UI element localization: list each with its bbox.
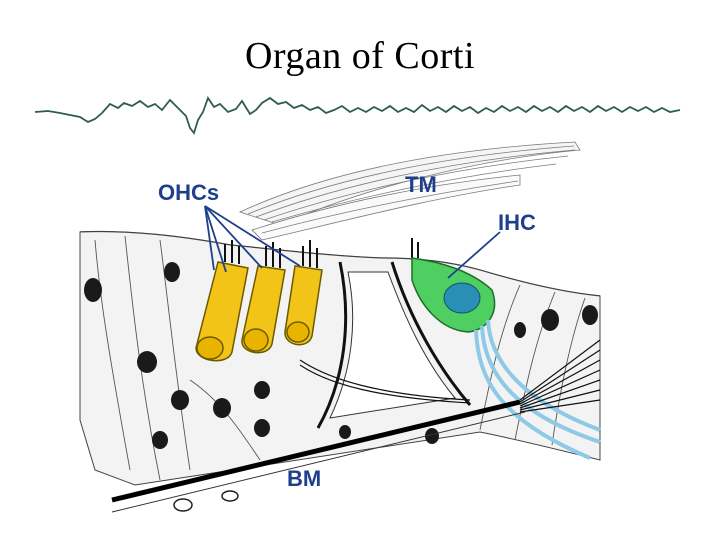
- tunnel-of-corti: [329, 271, 456, 419]
- label-ohcs: OHCs: [158, 180, 219, 205]
- ihc-nucleus: [443, 282, 481, 314]
- supporting-cell-outlines: [94, 235, 586, 481]
- label-pointers: [204, 205, 501, 279]
- radial-fibers: [299, 339, 601, 413]
- basilar-membrane: [111, 399, 521, 503]
- nerve-fibers: [474, 319, 601, 460]
- stereocilia: [224, 238, 419, 268]
- label-tm: TM: [405, 172, 437, 197]
- cell-nuclei: [84, 262, 598, 449]
- cross-section-vessels: [173, 490, 239, 512]
- signal-trace: [34, 96, 681, 135]
- basilar-membrane-edge: [111, 411, 526, 513]
- tectorial-membrane: [238, 141, 581, 241]
- label-ihc: IHC: [498, 210, 536, 235]
- outer-hair-cells: [195, 261, 323, 362]
- label-bm: BM: [287, 466, 321, 491]
- slide-title: Organ of Corti: [244, 35, 476, 77]
- pillar-cells: [316, 261, 472, 429]
